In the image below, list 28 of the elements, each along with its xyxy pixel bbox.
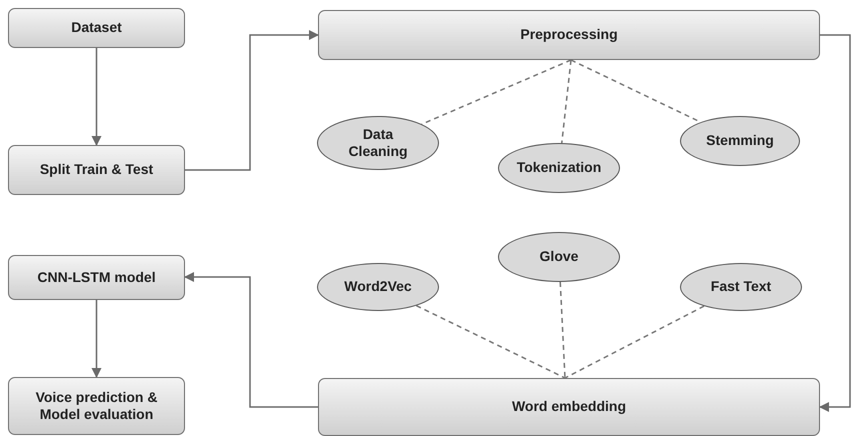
node-label: Preprocessing xyxy=(519,26,619,44)
arrow xyxy=(819,34,851,412)
node-label: Word2Vec xyxy=(343,278,413,296)
process-box xyxy=(318,10,820,60)
arrow xyxy=(92,48,102,146)
process-box xyxy=(318,378,820,436)
process-box xyxy=(8,145,185,195)
process-box xyxy=(8,255,185,300)
node-label: CNN-LSTM model xyxy=(36,268,157,286)
dashed-connector xyxy=(421,59,572,125)
dashed-connector xyxy=(564,305,704,379)
process-box xyxy=(8,8,185,48)
node-label: Dataset xyxy=(70,19,123,37)
node-label: Stemming xyxy=(705,132,775,150)
arrow xyxy=(185,30,319,171)
arrow xyxy=(92,300,102,378)
node-label: Tokenization xyxy=(516,159,602,177)
dashed-connector xyxy=(560,282,566,378)
node-label: Split Train & Test xyxy=(38,161,154,179)
process-box xyxy=(8,377,185,435)
dashed-connector xyxy=(561,60,572,144)
node-label: Word embedding xyxy=(510,398,628,416)
node-label: Glove xyxy=(538,248,580,266)
node-label: Fast Text xyxy=(710,278,772,296)
node-label: Data Cleaning xyxy=(347,126,409,160)
node-label: Voice prediction & Model evaluation xyxy=(34,388,158,424)
dashed-connector xyxy=(416,305,566,379)
arrow xyxy=(184,272,318,408)
